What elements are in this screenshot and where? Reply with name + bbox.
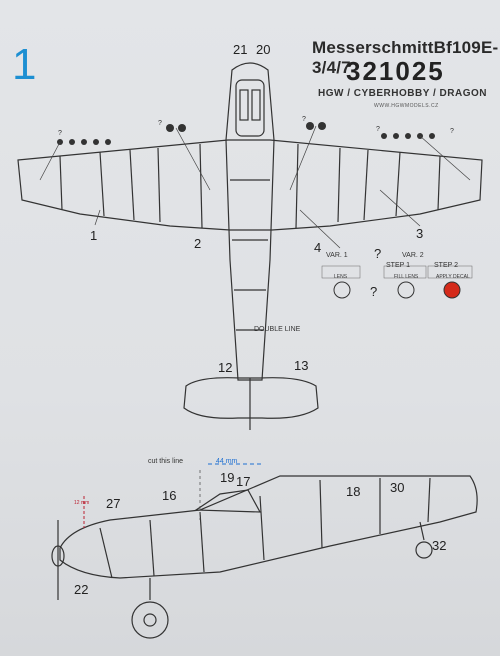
callout-1: 1 bbox=[90, 228, 98, 243]
callout-20: 20 bbox=[256, 42, 271, 57]
callout-22: 22 bbox=[74, 582, 89, 597]
kit-number: 321025 bbox=[346, 56, 445, 86]
double-line-label: DOUBLE LINE bbox=[254, 326, 301, 333]
step1-label: STEP 1 bbox=[386, 262, 410, 269]
step2-label: STEP 2 bbox=[434, 262, 458, 269]
dimension-label: 44 mm bbox=[216, 458, 238, 465]
var2-label: VAR. 2 bbox=[402, 252, 424, 259]
unknown-mark: ? bbox=[302, 116, 306, 123]
var1-sub: LENS bbox=[334, 274, 348, 280]
callout-13: 13 bbox=[294, 358, 309, 373]
unknown-mark: ? bbox=[450, 128, 454, 135]
step1-sub: FILL LENS bbox=[394, 274, 419, 280]
step2-sub: APPLY DECAL bbox=[436, 274, 470, 280]
unknown-mark: ? bbox=[158, 120, 162, 127]
manufacturers: HGW / CYBERHOBBY / DRAGON bbox=[318, 88, 487, 99]
callout-32: 32 bbox=[432, 538, 447, 553]
callout-19: 19 bbox=[220, 470, 235, 485]
vertical-dimension: 12 mm bbox=[74, 500, 90, 506]
callout-21: 21 bbox=[233, 42, 248, 57]
callout-18: 18 bbox=[346, 484, 361, 499]
callout-17: 17 bbox=[236, 474, 251, 489]
cut-line-label: cut this line bbox=[148, 458, 184, 465]
unknown-mark: ? bbox=[374, 246, 382, 261]
callout-30: 30 bbox=[390, 480, 405, 495]
callout-12: 12 bbox=[218, 360, 233, 375]
unknown-mark: ? bbox=[58, 130, 62, 137]
callout-3: 3 bbox=[416, 226, 424, 241]
callout-4: 4 bbox=[314, 240, 322, 255]
callout-27: 27 bbox=[106, 496, 121, 511]
unknown-mark: ? bbox=[376, 126, 380, 133]
unknown-mark: ? bbox=[370, 284, 378, 299]
sheet-number: 1 bbox=[12, 40, 37, 89]
website: WWW.HGWMODELS.CZ bbox=[374, 103, 439, 109]
var1-label: VAR. 1 bbox=[326, 252, 348, 259]
callout-16: 16 bbox=[162, 488, 177, 503]
aircraft-title: MesserschmittBf109E-3/4/7 bbox=[312, 38, 499, 77]
callout-2: 2 bbox=[194, 236, 202, 251]
